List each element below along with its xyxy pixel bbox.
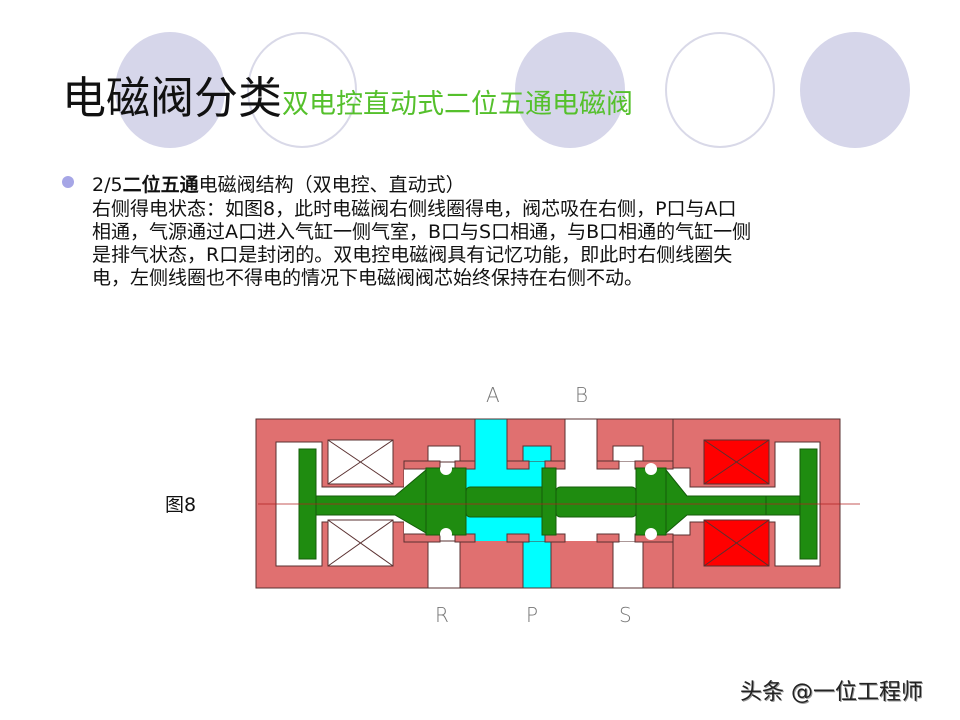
port-p-channel (522, 540, 552, 589)
title-subtitle: 双电控直动式二位五通电磁阀 (282, 89, 633, 120)
decor-circle-3 (515, 32, 625, 148)
port-s-channel (612, 540, 644, 589)
description-paragraph: 右侧得电状态：如图8，此时电磁阀右侧线圈得电，阀芯吸在右侧，P口与A口 相通，气… (92, 198, 942, 290)
decor-circle-2 (247, 32, 357, 148)
left-coil (327, 439, 394, 567)
port-label-a: A (486, 383, 500, 407)
paragraph-line: 是排气状态，R口是封闭的。双电控电磁阀具有记忆功能，即此时右侧线圈失 (92, 244, 733, 266)
bullet-rest: 电磁阀结构（双电控、直动式） (198, 174, 465, 196)
title-main: 电磁阀分类 (62, 73, 282, 124)
port-label-p: P (526, 603, 539, 627)
port-label-r: R (435, 603, 449, 627)
paragraph-line: 相通，气源通过A口进入气缸一侧气室，B口与S口相通，与B口相通的气缸一侧 (92, 221, 752, 243)
decor-circle-1 (115, 32, 225, 148)
bullet-icon (62, 176, 74, 188)
bullet-prefix: 2/5 (92, 174, 123, 196)
port-label-s: S (619, 603, 632, 627)
right-coil-energized (703, 439, 770, 567)
slide-title: 电磁阀分类双电控直动式二位五通电磁阀 (62, 62, 633, 126)
bullet-heading: 2/5二位五通电磁阀结构（双电控、直动式） (92, 170, 465, 197)
figure-label: 图8 (165, 494, 197, 516)
decor-circle-5 (800, 32, 910, 148)
paragraph-line: 右侧得电状态：如图8，此时电磁阀右侧线圈得电，阀芯吸在右侧，P口与A口 (92, 198, 737, 220)
port-a-channel (474, 418, 508, 468)
decor-circle-4 (665, 32, 775, 148)
port-label-b: B (575, 383, 589, 407)
paragraph-line: 电，左侧线圈也不得电的情况下电磁阀阀芯始终保持在右侧不动。 (92, 267, 644, 289)
port-b-channel (564, 418, 598, 468)
port-r-channel (427, 540, 461, 589)
watermark: 头条 @一位工程师 (740, 680, 923, 705)
bullet-bold: 二位五通 (122, 174, 199, 196)
